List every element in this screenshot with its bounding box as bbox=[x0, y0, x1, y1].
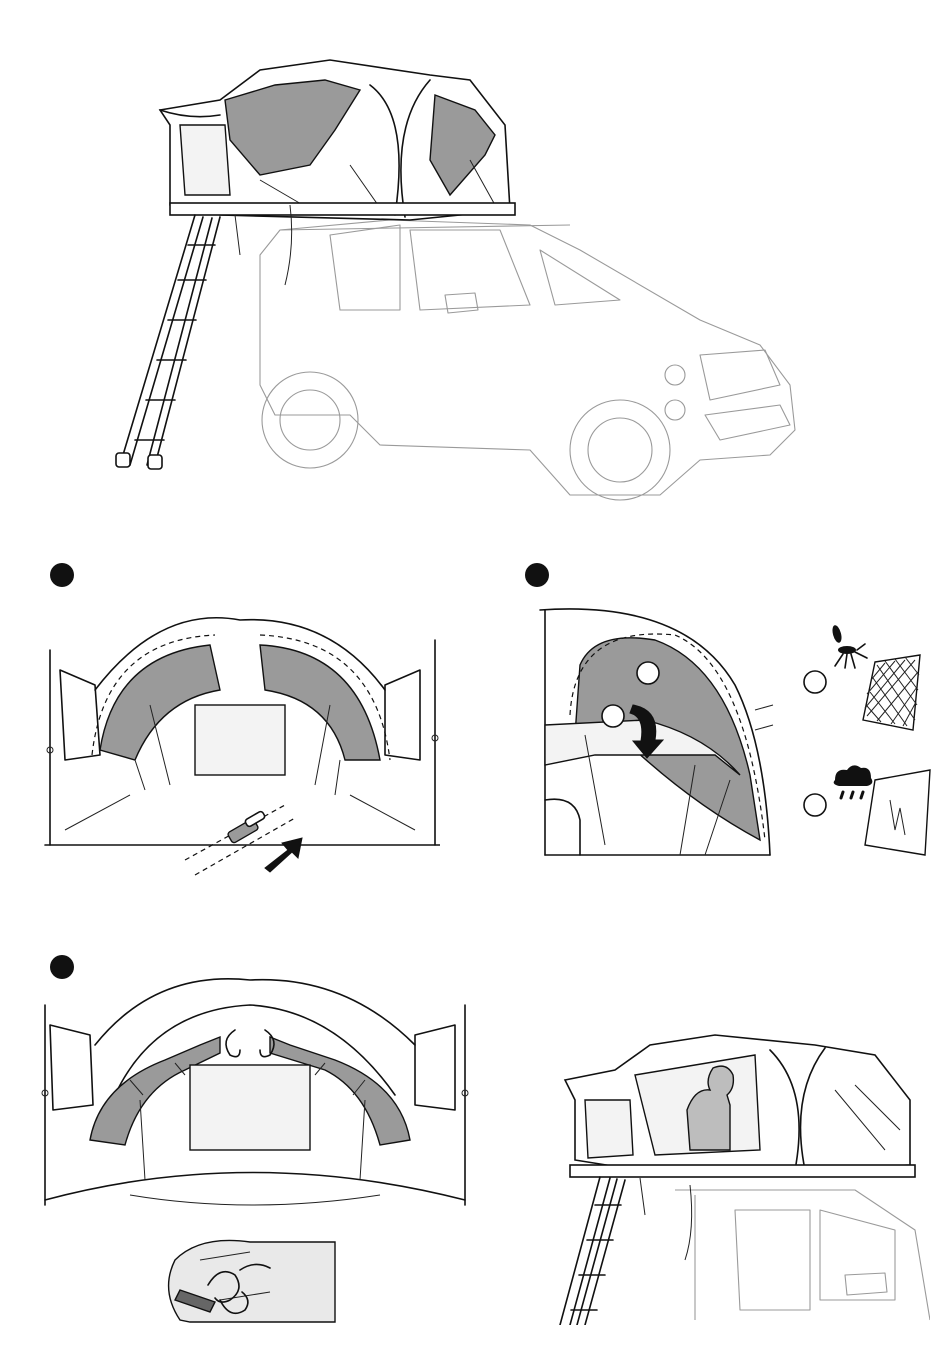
step-1-illustration bbox=[40, 610, 440, 890]
toggle-loop-icon bbox=[226, 1030, 274, 1057]
rain-option bbox=[795, 760, 935, 860]
callout-circle-a bbox=[637, 662, 659, 684]
step-2-panel bbox=[535, 605, 775, 865]
mesh-option-illustration bbox=[795, 620, 925, 735]
toggle-detail-illustration bbox=[160, 1230, 340, 1330]
vehicle-outline-small bbox=[675, 1190, 930, 1320]
direction-arrow-icon bbox=[265, 838, 302, 872]
mesh-option bbox=[795, 620, 925, 735]
mesh-option-marker bbox=[804, 671, 826, 693]
callout-circle-b bbox=[602, 705, 624, 727]
step-1-badge bbox=[50, 563, 74, 587]
hero-illustration bbox=[100, 55, 810, 505]
toggle-detail bbox=[160, 1230, 340, 1330]
ladder bbox=[116, 205, 292, 469]
step-3-illustration bbox=[35, 975, 475, 1215]
hero-tent-on-vehicle bbox=[100, 55, 810, 505]
ladder-small bbox=[560, 1177, 692, 1325]
rain-option-illustration bbox=[795, 760, 935, 860]
roof-tent-small bbox=[565, 1035, 915, 1177]
rain-cloud-icon bbox=[834, 765, 873, 798]
mosquito-icon bbox=[831, 624, 867, 668]
roof-tent bbox=[160, 60, 515, 220]
mesh-screen-icon bbox=[863, 655, 920, 730]
step-3-panel bbox=[35, 975, 475, 1215]
step-2-badge bbox=[525, 563, 549, 587]
rain-option-marker bbox=[804, 794, 826, 816]
vehicle-outline bbox=[260, 220, 795, 500]
occupied-tent-illustration bbox=[555, 1030, 930, 1325]
step-1-panel bbox=[40, 610, 440, 890]
occupied-tent bbox=[555, 1030, 930, 1325]
clear-window-icon bbox=[865, 770, 930, 855]
step-2-illustration bbox=[535, 605, 775, 865]
